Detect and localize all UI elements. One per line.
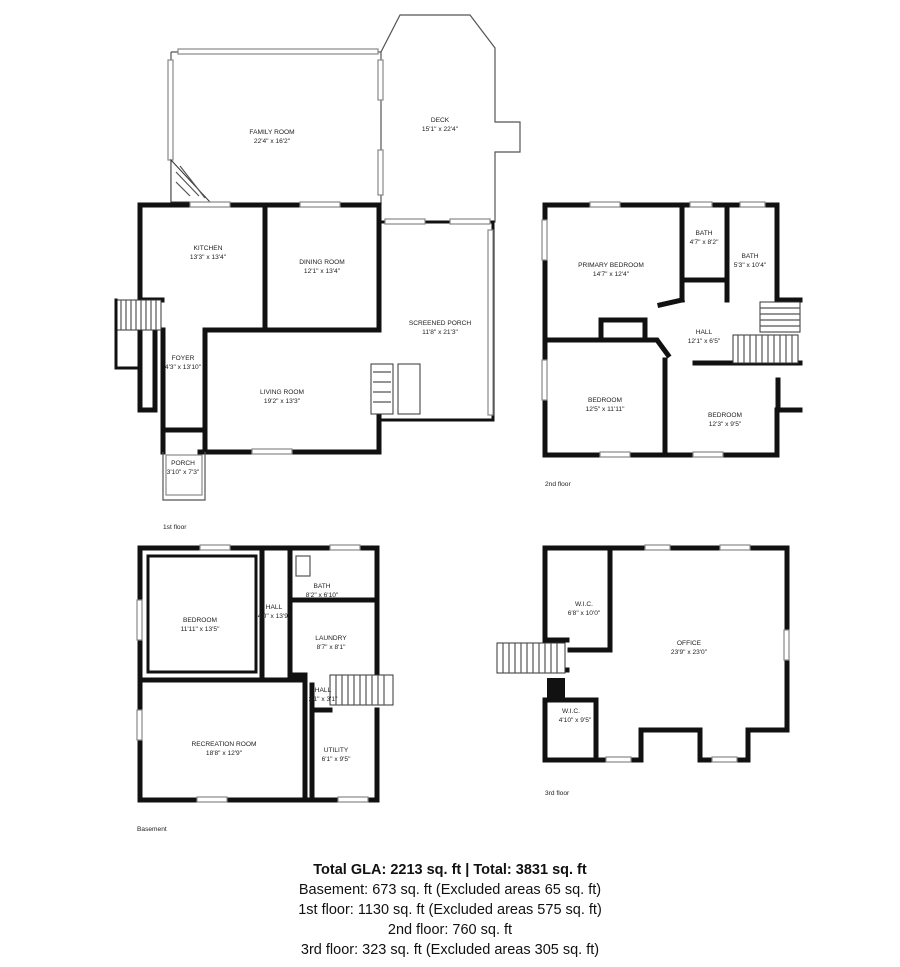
kitchen-dims: 13'3" x 13'4" <box>190 254 227 261</box>
primary-bedroom-name: PRIMARY BEDROOM <box>578 262 644 269</box>
foyer-dims: 4'3" x 13'10" <box>165 364 202 371</box>
office-name: OFFICE <box>677 640 702 647</box>
primary-bedroom-dims: 14'7" x 12'4" <box>593 271 630 278</box>
basement-small-hall-dims: 2'1" x 3'1" <box>309 696 338 703</box>
basement-bedroom-name: BEDROOM <box>183 617 217 624</box>
basement-bath-dims: 8'2" x 6'10" <box>306 592 339 599</box>
laundry-dims: 8'7" x 8'1" <box>317 644 346 651</box>
office-dims: 23'9" x 23'0" <box>671 649 708 656</box>
living-room-name: LIVING ROOM <box>260 389 304 396</box>
basement-hall-dims: 4'0" x 13'9" <box>258 613 291 620</box>
kitchen-name: KITCHEN <box>194 245 223 252</box>
bath-b-dims: 5'3" x 10'4" <box>734 262 767 269</box>
wic-a-name: W.I.C. <box>575 601 593 608</box>
dining-room-dims: 12'1" x 13'4" <box>304 268 341 275</box>
basement-area-line: Basement: 673 sq. ft (Excluded areas 65 … <box>298 882 602 898</box>
wic-a-dims: 6'8" x 10'0" <box>568 610 601 617</box>
basement-hall-name: HALL <box>266 604 283 611</box>
third-floor-area-line: 3rd floor: 323 sq. ft (Excluded areas 30… <box>300 942 600 958</box>
wic-b-dims: 4'10" x 9'5" <box>559 717 592 724</box>
bath-a-name: BATH <box>695 230 712 237</box>
total-area-line: Total GLA: 2213 sq. ft | Total: 3831 sq.… <box>313 862 587 878</box>
family-room-dims: 22'4" x 16'2" <box>254 138 291 145</box>
basement-label: Basement <box>137 826 167 833</box>
bedroom-a-name: BEDROOM <box>588 397 622 404</box>
basement-bath-name: BATH <box>313 583 330 590</box>
deck-name: DECK <box>431 117 450 124</box>
foyer-name: FOYER <box>172 355 195 362</box>
bedroom-a-dims: 12'5" x 11'11" <box>586 406 626 413</box>
bedroom-b-dims: 12'3" x 9'5" <box>709 421 742 428</box>
porch-name: PORCH <box>171 460 195 467</box>
second-floor-plan <box>541 201 803 458</box>
hall-2f-name: HALL <box>696 329 713 336</box>
second-floor-label: 2nd floor <box>545 481 571 488</box>
deck-dims: 15'1" x 22'4" <box>422 126 459 133</box>
family-room-name: FAMILY ROOM <box>249 129 294 136</box>
laundry-name: LAUNDRY <box>315 635 347 642</box>
porch-dims: 3'10" x 7'3" <box>167 469 200 476</box>
recreation-room-name: RECREATION ROOM <box>191 741 256 748</box>
area-summary: Total GLA: 2213 sq. ft | Total: 3831 sq.… <box>0 860 900 960</box>
basement-small-hall-name: HALL <box>315 687 332 694</box>
bath-b-name: BATH <box>741 253 758 260</box>
hall-2f-dims: 12'1" x 6'5" <box>688 338 721 345</box>
basement-bedroom-dims: 11'11" x 13'5" <box>181 626 221 633</box>
screened-porch-name: SCREENED PORCH <box>409 320 472 327</box>
bedroom-b-name: BEDROOM <box>708 412 742 419</box>
utility-dims: 6'1" x 9'5" <box>322 756 351 763</box>
third-floor-plan <box>496 544 790 763</box>
living-room-dims: 19'2" x 13'3" <box>264 398 301 405</box>
basement-plan <box>136 544 394 803</box>
bath-a-dims: 4'7" x 8'2" <box>690 239 719 246</box>
second-floor-area-line: 2nd floor: 760 sq. ft <box>387 922 513 938</box>
third-floor-label: 3rd floor <box>545 790 570 797</box>
screened-porch-dims: 11'8" x 21'3" <box>422 329 458 336</box>
dining-room-name: DINING ROOM <box>299 259 344 266</box>
utility-name: UTILITY <box>324 747 349 754</box>
wic-b-name: W.I.C. <box>562 708 580 715</box>
first-floor-label: 1st floor <box>163 524 187 531</box>
recreation-room-dims: 18'8" x 12'9" <box>206 750 243 757</box>
first-floor-area-line: 1st floor: 1130 sq. ft (Excluded areas 5… <box>298 902 602 918</box>
first-floor-plan <box>114 14 521 501</box>
